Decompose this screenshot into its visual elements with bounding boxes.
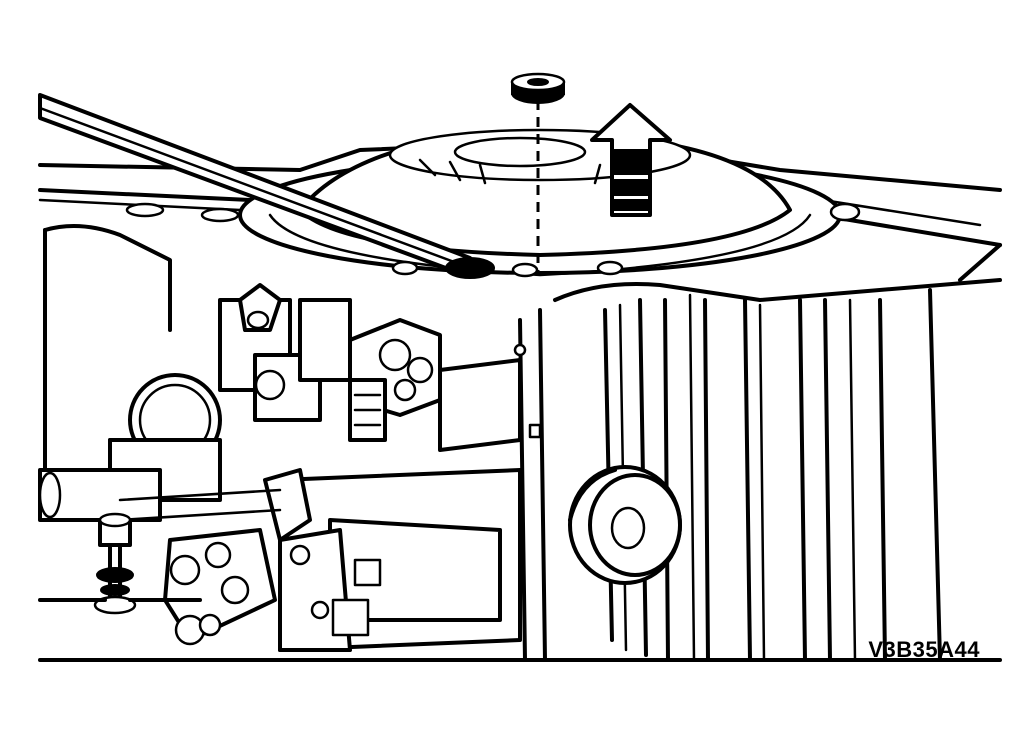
- pry-tool: [38, 93, 495, 279]
- valve-body-left: [38, 283, 322, 522]
- dome-cover: [238, 128, 861, 278]
- case-plug: [568, 465, 682, 585]
- valve-body-lower: [118, 468, 522, 652]
- case-rivets: [125, 202, 542, 439]
- valve-body-center: [298, 298, 522, 452]
- cap-seal-icon: [510, 72, 566, 104]
- up-arrow-icon: [590, 103, 672, 217]
- bolt-spring: [38, 512, 202, 615]
- figure-code-label: V3B35A44: [868, 637, 980, 662]
